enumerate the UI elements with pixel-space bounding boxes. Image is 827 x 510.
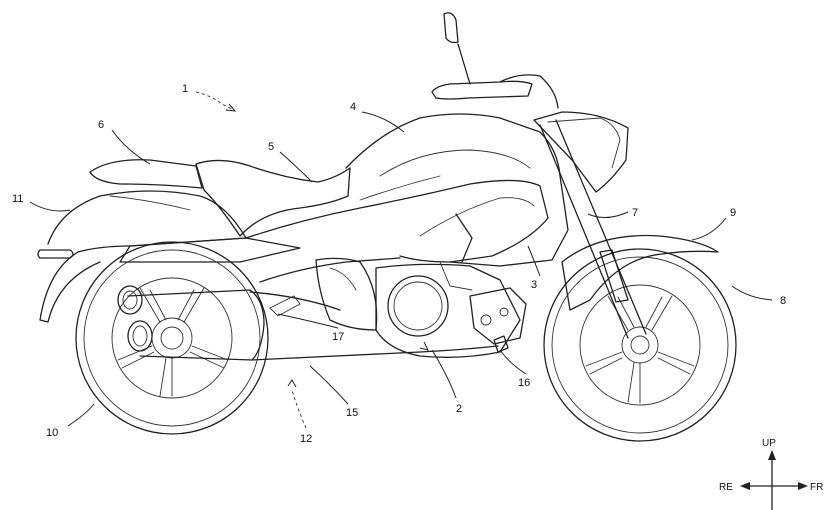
up-arrow-icon [768, 450, 776, 460]
up-label: UP [762, 438, 776, 449]
numeral-8: 8 [780, 295, 786, 307]
frame-and-swingarm [120, 238, 400, 330]
rear-label: RE [719, 482, 733, 493]
rear-arrow-icon [740, 482, 750, 490]
numeral-16: 16 [518, 377, 530, 389]
front-wheel [544, 249, 736, 441]
fuel-tank-and-cowl [246, 114, 568, 266]
front-fork-and-cockpit [432, 13, 646, 338]
numeral-9: 9 [730, 207, 736, 219]
leader-lines [30, 92, 772, 428]
numeral-4: 4 [350, 101, 356, 113]
numeral-7: 7 [632, 207, 638, 219]
front-fender [562, 236, 718, 310]
numeral-5: 5 [268, 141, 274, 153]
reference-numerals: 1 2 3 4 5 6 7 8 9 10 11 12 15 16 17 [12, 83, 786, 445]
numeral-17: 17 [332, 331, 344, 343]
numeral-2: 2 [456, 403, 462, 415]
rear-wheel [76, 242, 268, 434]
numeral-15: 15 [346, 407, 358, 419]
numeral-6: 6 [98, 119, 104, 131]
front-label: FR [810, 482, 823, 493]
numeral-12: 12 [300, 433, 312, 445]
numeral-11: 11 [12, 193, 23, 205]
engine-unit [376, 262, 526, 357]
numeral-10: 10 [46, 427, 58, 439]
numeral-3: 3 [531, 279, 537, 291]
front-arrow-icon [798, 482, 808, 490]
direction-indicator: UP FR RE [719, 438, 823, 510]
numeral-1: 1 [182, 83, 188, 95]
